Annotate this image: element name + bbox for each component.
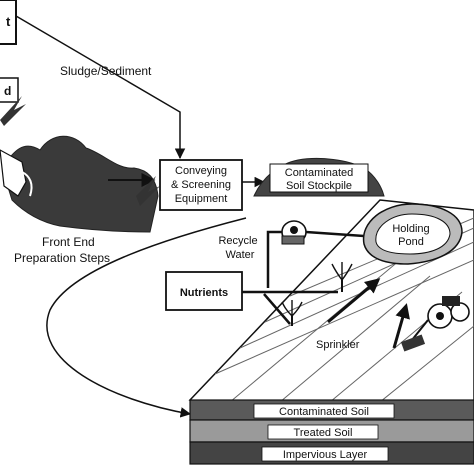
lightning-arrow-right [136,176,160,206]
bed-flow-arrow-2 [392,303,410,349]
left-partial-box: d [0,77,26,126]
pump-icon [281,220,307,245]
top-left-box: t [0,0,17,45]
holding-pond-label-1: Holding [392,223,429,235]
holding-pond: Holding Pond [362,203,463,265]
conveying-screening-box: Conveying & Screening Equipment [159,159,243,211]
left-partial-box-label: d [4,84,11,98]
conveying-label-1: Conveying [175,165,227,177]
conveying-label-2: & Screening [171,179,231,191]
nutrients-label: Nutrients [180,287,228,299]
front-end-label-2: Preparation Steps [14,251,110,265]
sprinkler-label: Sprinkler [316,339,360,351]
recycle-water-label-2: Water [226,249,255,261]
layer-contaminated-soil: Contaminated Soil [279,406,369,418]
layer-treated-soil: Treated Soil [294,427,353,439]
holding-pond-label-2: Pond [398,236,424,248]
front-end-soil-mound [1,135,159,233]
layer-impervious: Impervious Layer [283,449,368,461]
sprinkler-icon [281,262,353,326]
recycle-pipe [266,230,282,288]
stockpile-label-2: Soil Stockpile [286,180,352,192]
sprinkler-branch-pipe [263,293,291,325]
bed-flow-arrow-1 [327,278,381,324]
tractor-icon [400,296,470,352]
soil-cross-section: Contaminated Soil Treated Soil Imperviou… [189,399,474,465]
lightning-arrow-left [0,96,26,126]
top-left-box-label: t [6,14,11,29]
conveying-label-3: Equipment [175,193,228,205]
recycle-water-label-1: Recycle [218,235,257,247]
soil-stockpile: Contaminated Soil Stockpile [253,157,385,197]
front-end-label-1: Front End [42,235,95,249]
pond-pipe [305,230,365,238]
soil-transfer-curve [46,217,247,418]
sludge-line [15,15,186,160]
excavator-shape [0,149,27,197]
stockpile-label-1: Contaminated [285,167,354,179]
nutrients-box: Nutrients [165,271,243,311]
sludge-sediment-label: Sludge/Sediment [60,64,152,78]
